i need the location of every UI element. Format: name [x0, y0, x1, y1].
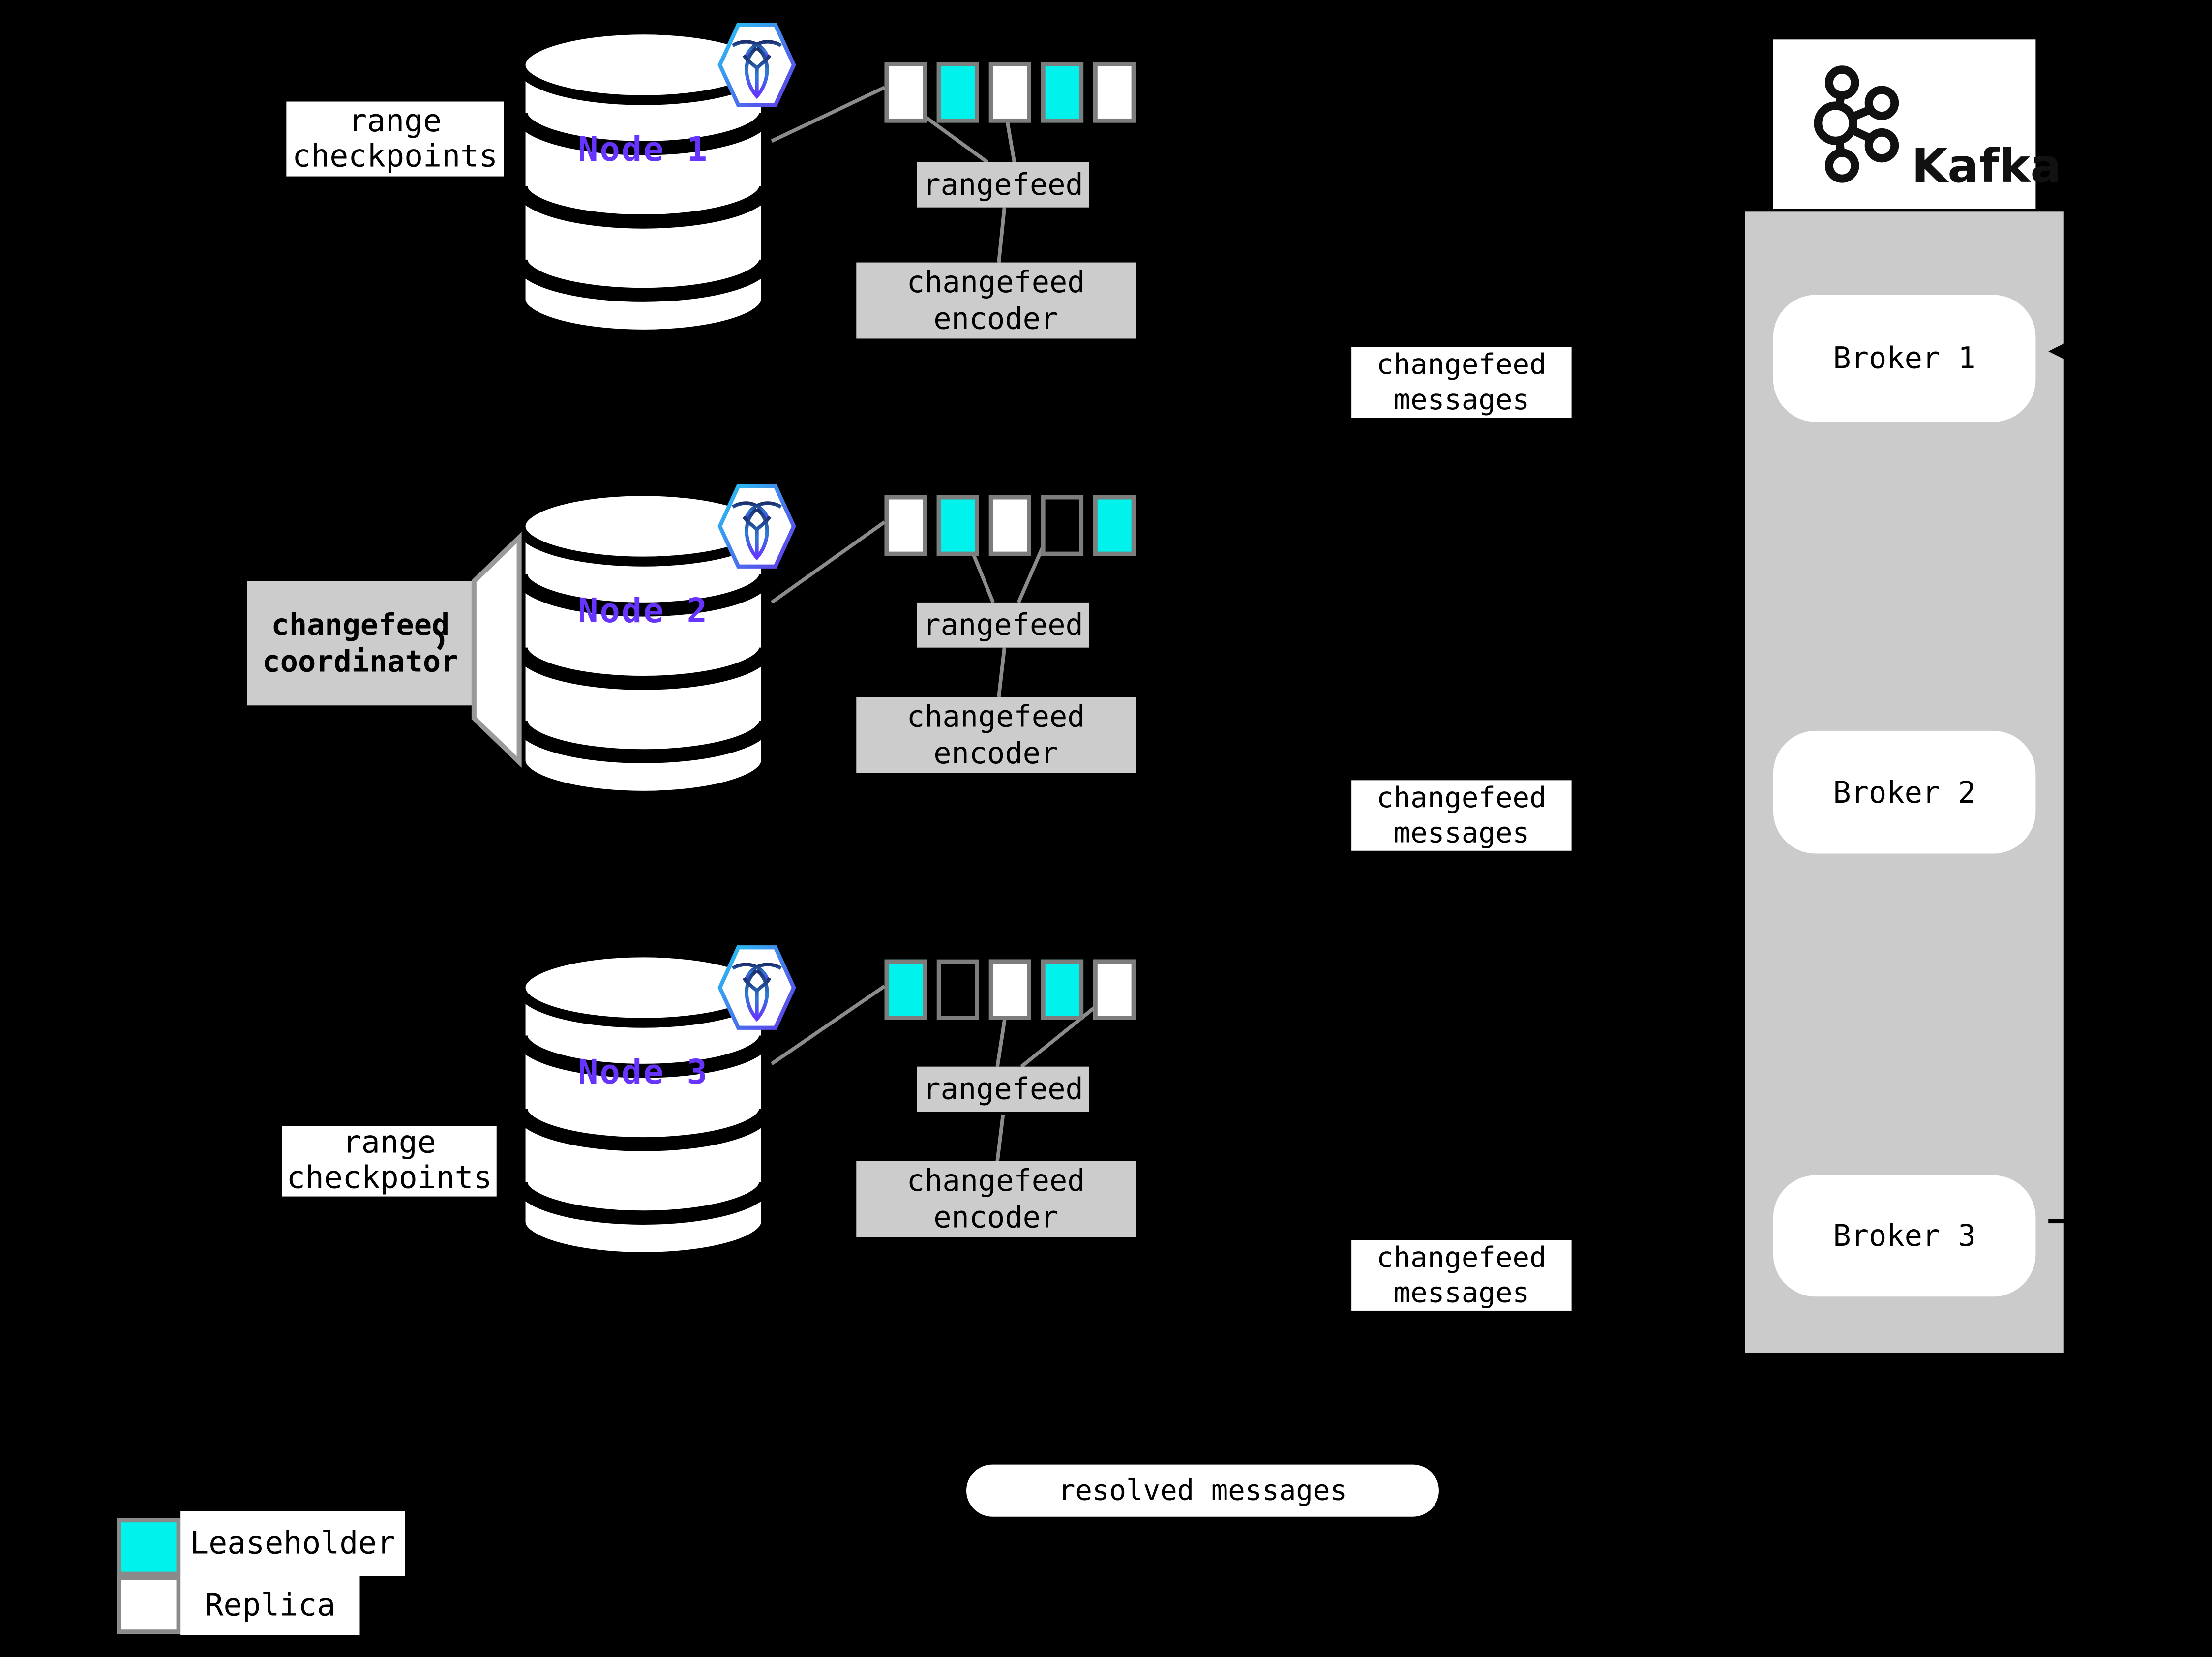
- legend-replica-swatch: [117, 1576, 181, 1634]
- range-checkpoints-label-top: range checkpoints: [286, 101, 504, 177]
- legend-replica-label: Replica: [180, 1576, 360, 1635]
- database-cylinder-icon: [515, 486, 772, 800]
- rangefeed-box-node1: rangefeed: [917, 162, 1089, 208]
- range-replica: [884, 495, 927, 556]
- resolved-messages-pill: resolved messages: [966, 1464, 1439, 1517]
- range-replica: [1093, 959, 1136, 1020]
- range-checkpoints-label-bottom: range checkpoints: [282, 1126, 497, 1197]
- node-2-label: Node 2: [578, 591, 709, 631]
- connector-node1-to-range: [771, 86, 886, 143]
- range-replica: [988, 959, 1031, 1020]
- connector-range3-to-rangefeed3: [995, 1011, 1008, 1067]
- cockroachdb-hexagon-icon: [717, 484, 796, 569]
- range-empty: [936, 959, 979, 1020]
- changefeed-messages-label-node1: changefeed messages: [1351, 347, 1572, 418]
- cockroachdb-hexagon-icon: [717, 945, 796, 1030]
- range-leaseholder: [936, 62, 979, 123]
- connector-rangefeed1-to-encoder1: [997, 207, 1007, 263]
- changefeed-encoder-box-node1: changefeed encoder: [856, 262, 1136, 339]
- range-replica: [1093, 62, 1136, 123]
- broker-2: Broker 2: [1773, 730, 2036, 854]
- broker-3-label: Broker 3: [1833, 1219, 1976, 1253]
- database-cylinder-icon: [515, 25, 772, 339]
- connector-range4-to-rangefeed2: [1016, 546, 1045, 603]
- range-leaseholder: [1093, 495, 1136, 556]
- changefeed-encoder-box-node3: changefeed encoder: [856, 1161, 1136, 1237]
- legend-leaseholder-swatch: [117, 1518, 181, 1576]
- connector-node2-to-range: [770, 520, 886, 604]
- connector-rangefeed2-to-encoder2: [997, 647, 1007, 697]
- connector-rangefeed3-to-encoder3: [995, 1114, 1005, 1162]
- changefeed-coordinator-label: changefeed coordinator: [247, 581, 474, 706]
- node-1-label: Node 1: [578, 129, 709, 170]
- range-leaseholder: [1041, 62, 1084, 123]
- range-replica: [988, 62, 1031, 123]
- rangefeed-box-node3: rangefeed: [917, 1066, 1089, 1112]
- legend-leaseholder-label: Leaseholder: [180, 1511, 405, 1576]
- node-3-label: Node 3: [578, 1052, 709, 1092]
- cockroachdb-hexagon-icon: [717, 23, 796, 107]
- kafka-wordmark: Kafka: [1911, 138, 2062, 193]
- rangefeed-box-node2: rangefeed: [917, 602, 1089, 648]
- broker-2-label: Broker 2: [1833, 775, 1976, 810]
- changefeed-encoder-box-node2: changefeed encoder: [856, 697, 1136, 773]
- kafka-logo-box: Kafka: [1773, 39, 2062, 209]
- range-leaseholder: [884, 959, 927, 1020]
- changefeed-messages-label-node2: changefeed messages: [1351, 780, 1572, 851]
- range-leaseholder: [1041, 959, 1084, 1020]
- connector-range2-to-rangefeed2: [969, 546, 995, 603]
- connector-range1-to-rangefeed1: [919, 111, 989, 164]
- range-leaseholder: [936, 495, 979, 556]
- range-replica: [884, 62, 927, 123]
- connector-node3-to-range: [771, 985, 886, 1065]
- kafka-logo-icon: [1814, 65, 1899, 183]
- range-empty: [1041, 495, 1084, 556]
- database-cylinder-icon: [515, 948, 772, 1262]
- range-replica: [988, 495, 1031, 556]
- broker-1: Broker 1: [1773, 295, 2036, 422]
- changefeed-messages-label-node3: changefeed messages: [1351, 1240, 1572, 1311]
- broker-1-label: Broker 1: [1833, 341, 1976, 376]
- broker-3: Broker 3: [1773, 1175, 2036, 1297]
